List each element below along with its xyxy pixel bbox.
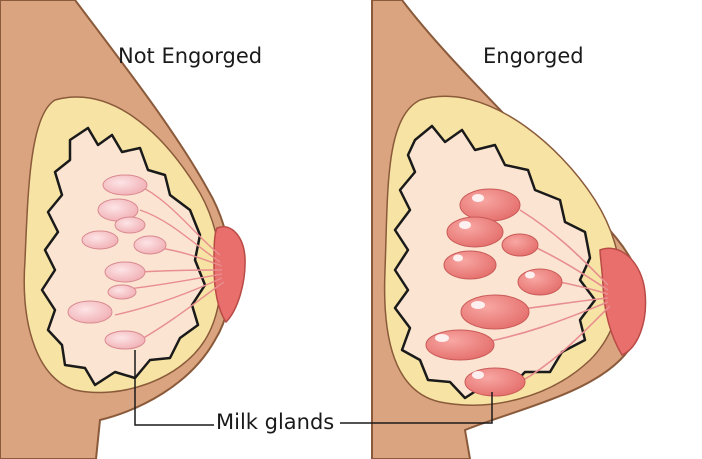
title-engorged: Engorged	[483, 44, 584, 68]
breast-not-engorged	[0, 0, 246, 459]
callout-line-right	[340, 392, 493, 424]
milk-ducts-right	[469, 209, 611, 386]
milk-glands-left	[67, 174, 167, 350]
breast-engorged	[371, 0, 647, 459]
callout-line-left	[134, 350, 214, 426]
title-not-engorged: Not Engorged	[118, 44, 263, 68]
gland-highlights-right	[435, 194, 535, 379]
nipple-right	[599, 247, 647, 356]
nipple-left	[213, 226, 246, 324]
milk-ducts-left	[114, 184, 225, 341]
callout-lines	[134, 350, 493, 426]
callout-label-milk-glands: Milk glands	[214, 410, 337, 434]
